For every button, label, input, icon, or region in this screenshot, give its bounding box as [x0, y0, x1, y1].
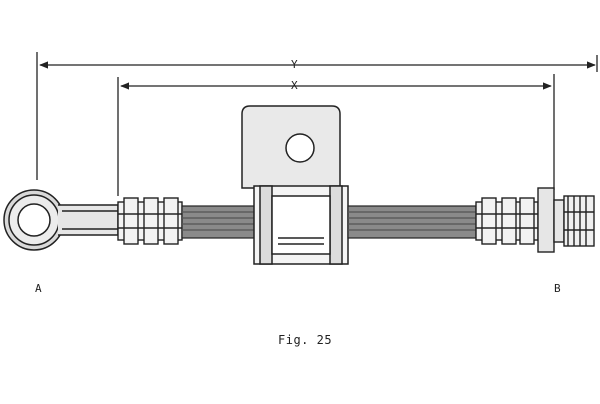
- hose-section-right: [347, 205, 477, 239]
- end-a-label: A: [35, 282, 42, 295]
- dimension-y: [36, 52, 598, 180]
- dimension-x-label: X: [291, 79, 298, 92]
- dimension-y-label: Y: [291, 58, 298, 71]
- left-crimp-ferrule: [117, 197, 183, 245]
- hose-section-left: [181, 205, 261, 239]
- banjo-eye-fitting: [3, 189, 119, 251]
- right-crimp-ferrule: [475, 197, 539, 245]
- end-b-label: B: [554, 282, 561, 295]
- mounting-bracket: [241, 105, 349, 265]
- threaded-end-fitting: [537, 187, 595, 253]
- figure-caption: Fig. 25: [278, 333, 333, 347]
- dimension-x: [117, 74, 555, 196]
- bracket-hole: [285, 133, 315, 163]
